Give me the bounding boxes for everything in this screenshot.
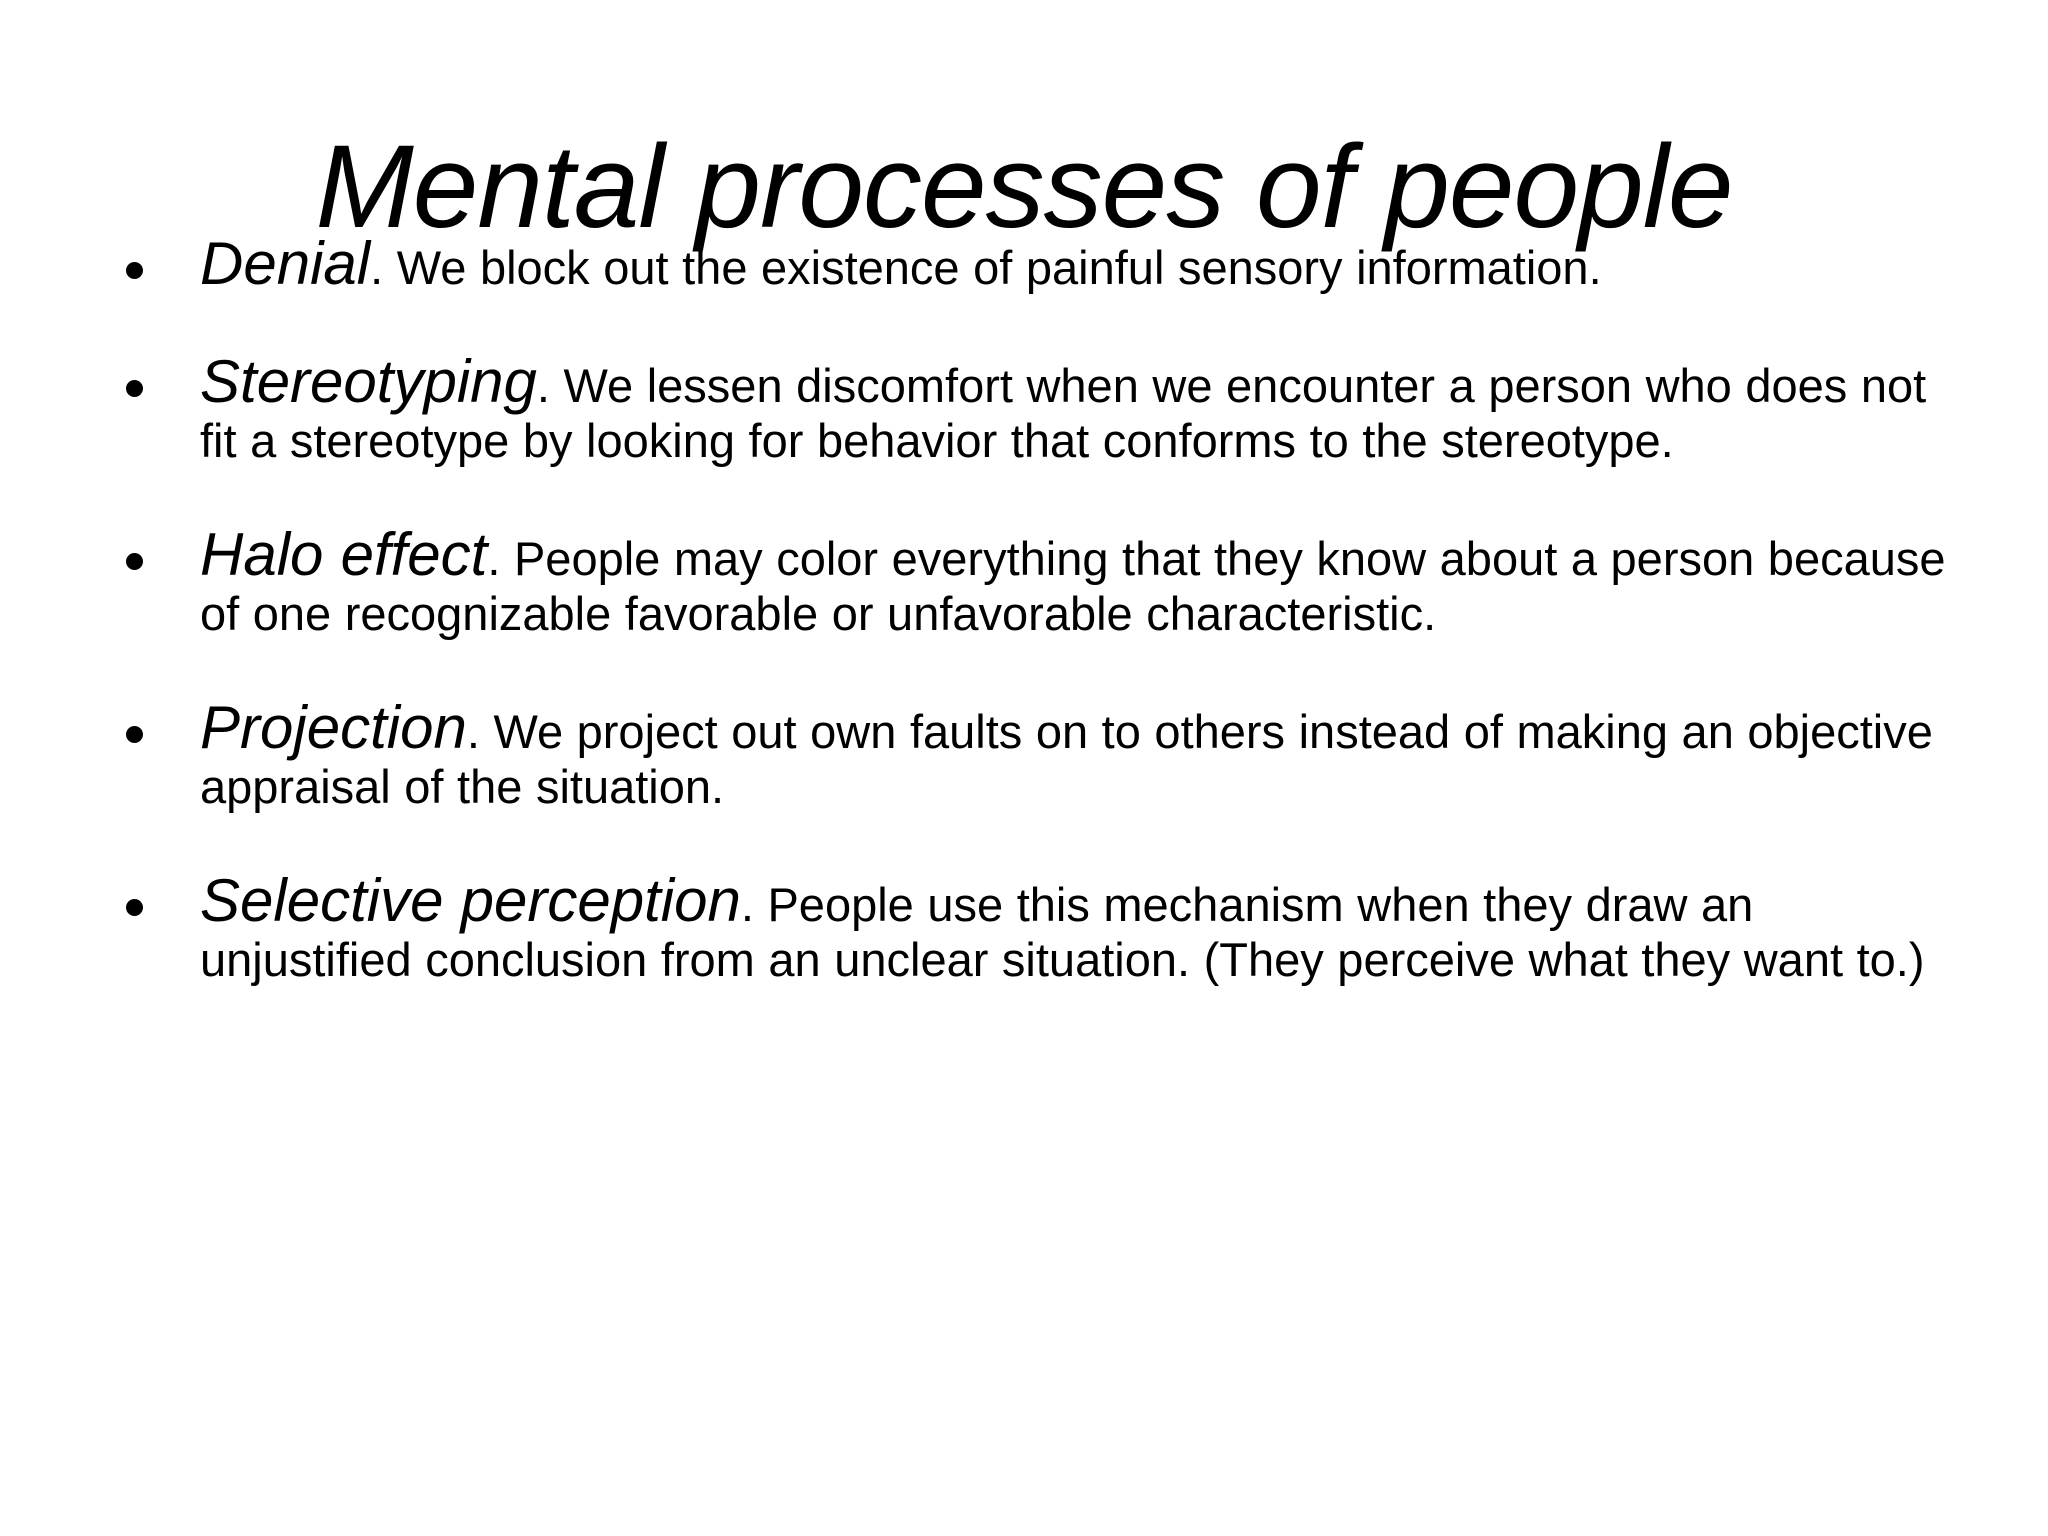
bullet-dot-icon: [126, 379, 143, 397]
list-item-term: Selective perception: [200, 866, 741, 934]
list-item: Stereotyping. We lessen discomfort when …: [108, 351, 1968, 469]
list-item-text: Selective perception. People use this me…: [200, 870, 1968, 988]
list-item-term: Stereotyping: [200, 347, 537, 415]
list-item-separator: .: [466, 704, 480, 758]
list-item-text: Halo effect. People may color everything…: [200, 524, 1968, 642]
list-item-separator: .: [536, 358, 550, 412]
list-item-separator: .: [740, 877, 754, 931]
list-item-description: We project out own faults on to others i…: [200, 704, 1933, 813]
list-item-description: We lessen discomfort when we encounter a…: [200, 358, 1927, 467]
bullet-dot-icon: [126, 898, 143, 916]
list-item-text: Stereotyping. We lessen discomfort when …: [200, 351, 1968, 469]
bullet-dot-icon: [126, 262, 143, 279]
bullet-dot-icon: [126, 552, 143, 570]
list-item-term: Projection: [200, 693, 467, 761]
bullet-list: Denial. We block out the existence of pa…: [108, 234, 1968, 988]
list-item-separator: .: [370, 241, 384, 294]
list-item-term: Denial: [200, 230, 371, 297]
list-item-description: We block out the existence of painful se…: [396, 241, 1602, 294]
list-item: Projection. We project out own faults on…: [108, 697, 1968, 815]
list-item-description: People may color everything that they kn…: [200, 531, 1946, 640]
page-title: Mental processes of people: [315, 121, 1733, 254]
list-item-separator: .: [487, 531, 501, 585]
list-item-description: People use this mechanism when they draw…: [200, 877, 1925, 986]
list-item-text: Projection. We project out own faults on…: [200, 697, 1968, 815]
bullet-dot-icon: [126, 725, 143, 743]
list-item: Halo effect. People may color everything…: [108, 524, 1968, 642]
list-item: Denial. We block out the existence of pa…: [108, 234, 1968, 296]
list-item: Selective perception. People use this me…: [108, 870, 1968, 988]
list-item-text: Denial. We block out the existence of pa…: [200, 234, 1968, 296]
list-item-term: Halo effect: [200, 520, 488, 588]
